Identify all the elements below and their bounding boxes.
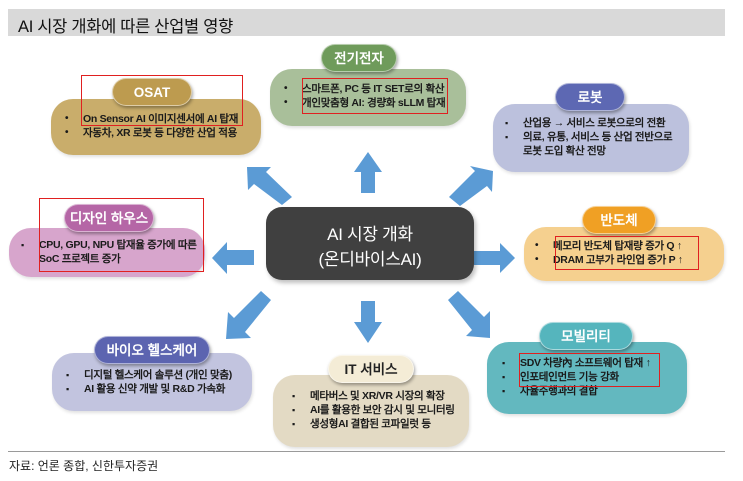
it-service-bullets: 메타버스 및 XR/VR 시장의 확장 AI를 활용한 보안 감시 및 모니터링…	[290, 389, 455, 431]
mobility-bullet: 자율주행과의 결합	[500, 384, 651, 398]
design-house-highlight	[39, 198, 204, 272]
design-house-label: 디자인 하우스	[64, 204, 154, 232]
center-line1: AI 시장 개화	[327, 225, 413, 244]
electronics-bullet: 개인맞춤형 AI: 경량화 sLLM 탑재	[282, 96, 446, 110]
robot-bullet: 로봇 도입 확산 전망	[523, 145, 606, 157]
electronics-highlight	[302, 78, 448, 114]
robot-bullets: 산업용 → 서비스 로봇으로의 전환 의료, 유통, 서비스 등 산업 전반으로…	[503, 116, 673, 158]
semiconductor-bullet: DRAM 고부가 라인업 증가 P ↑	[533, 253, 683, 267]
robot-bullet: 산업용 → 서비스 로봇으로의 전환	[503, 116, 672, 130]
semiconductor-highlight	[555, 236, 699, 270]
design-house-bullets: CPU, GPU, NPU 탑재율 증가에 따른 SoC 프로젝트 증가	[19, 238, 197, 266]
it-service-bullet: 생성형AI 결합된 코파일럿 등	[290, 417, 455, 431]
electronics-label: 전기전자	[321, 44, 397, 72]
electronics-bullet: 스마트폰, PC 등 IT SET로의 확산	[282, 82, 445, 96]
mobility-bullets: SDV 차량內 소프트웨어 탑재 ↑ 인포테인먼트 기능 강화 자율주행과의 결…	[500, 356, 651, 398]
arrow-up-right	[449, 166, 493, 206]
it-service-label: IT 서비스	[328, 355, 414, 383]
semiconductor-label: 반도체	[582, 206, 656, 234]
mobility-label: 모빌리티	[539, 322, 633, 350]
arrow-right	[474, 243, 515, 273]
mobility-highlight	[519, 353, 660, 387]
bio-bullet: AI 활용 신약 개발 및 R&D 가속화	[64, 382, 232, 396]
arrow-left	[212, 242, 254, 274]
osat-highlight	[81, 75, 243, 126]
mobility-bullet: SDV 차량內 소프트웨어 탑재 ↑	[500, 356, 651, 370]
bio-bullet: 디지털 헬스케어 솔루션 (개인 맞춤)	[64, 368, 232, 382]
center-node: AI 시장 개화 (온디바이스AI)	[266, 207, 474, 280]
arrow-down-right	[448, 291, 490, 338]
diagram-title: AI 시장 개화에 따른 산업별 영향	[18, 18, 233, 36]
semiconductor-bullets: 메모리 반도체 탑재량 증가 Q ↑ DRAM 고부가 라인업 증가 P ↑	[533, 239, 683, 267]
it-service-bullet: AI를 활용한 보안 감시 및 모니터링	[290, 403, 455, 417]
mobility-bullet: 인포테인먼트 기능 강화	[500, 370, 651, 384]
title-bar: AI 시장 개화에 따른 산업별 영향	[8, 9, 725, 36]
osat-bullet: 자동차, XR 로봇 등 다양한 산업 적용	[63, 126, 238, 140]
osat-bullet: On Sensor AI 이미지센서에 AI 탑재	[63, 112, 238, 126]
design-house-bullet: SoC 프로젝트 증가	[39, 253, 121, 265]
osat-label: OSAT	[112, 78, 192, 106]
arrow-up-left	[247, 167, 292, 205]
arrow-up	[354, 152, 382, 193]
source-note: 자료: 언론 종합, 신한투자증권	[9, 459, 159, 473]
bio-bullets: 디지털 헬스케어 솔루션 (개인 맞춤) AI 활용 신약 개발 및 R&D 가…	[64, 368, 232, 396]
osat-bullets: On Sensor AI 이미지센서에 AI 탑재 자동차, XR 로봇 등 다…	[63, 112, 238, 140]
center-line2: (온디바이스AI)	[318, 250, 422, 269]
semiconductor-bullet: 메모리 반도체 탑재량 증가 Q ↑	[533, 239, 683, 253]
robot-bullet: 의료, 유통, 서비스 등 산업 전반으로	[503, 130, 673, 144]
design-house-box	[9, 228, 205, 277]
arrow-down	[354, 301, 382, 343]
bio-label: 바이오 헬스케어	[94, 336, 210, 364]
footer-divider	[8, 451, 725, 452]
electronics-bullets: 스마트폰, PC 등 IT SET로의 확산 개인맞춤형 AI: 경량화 sLL…	[282, 82, 446, 110]
arrow-down-left	[226, 291, 271, 339]
it-service-bullet: 메타버스 및 XR/VR 시장의 확장	[290, 389, 455, 403]
design-house-bullet: CPU, GPU, NPU 탑재율 증가에 따른	[19, 238, 197, 252]
robot-label: 로봇	[555, 83, 625, 111]
